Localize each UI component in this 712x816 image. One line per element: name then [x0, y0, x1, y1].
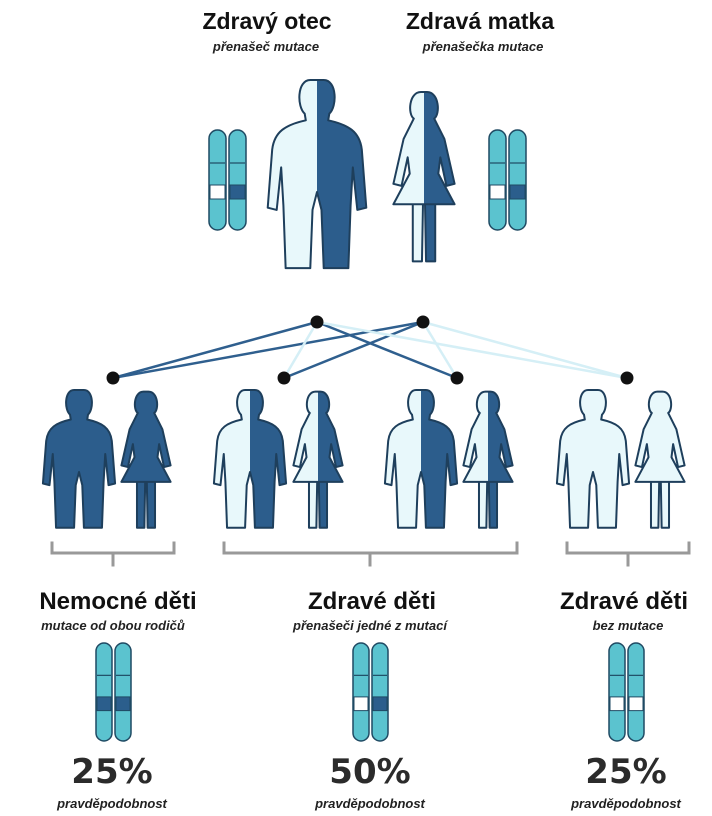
inheritance-lines [112, 320, 628, 380]
unaffected-bracket [565, 541, 691, 567]
child-boy-affected [41, 388, 117, 529]
outcome-unaffected-percent: 25% [585, 752, 666, 792]
father-subtitle: přenašeč mutace [212, 39, 319, 54]
child-boy-carrier-b [383, 388, 459, 529]
outcome-affected-subtitle: mutace od obou rodičů [41, 618, 185, 633]
outcome-unaffected-title: Zdravé děti [560, 588, 688, 615]
outcome-carrier-subtitle: přenašeči jedné z mutací [292, 618, 448, 633]
mother-figure [392, 91, 456, 263]
people [41, 78, 686, 529]
junction-dots [106, 315, 634, 385]
mother-title: Zdravá matka [406, 8, 555, 34]
group-brackets [50, 541, 691, 567]
mother-subtitle: přenašečka mutace [422, 39, 544, 54]
line-father-to-carrier-b [316, 320, 458, 380]
mother-chromosome-pair [488, 129, 527, 231]
line-father-to-unaffected [316, 320, 628, 380]
affected-chromosome-pair [95, 642, 132, 742]
line-mother-to-carrier-b [421, 321, 459, 379]
affected-bracket [50, 541, 176, 567]
child-junction-dot-4 [620, 371, 634, 385]
mother-junction-dot [416, 315, 430, 329]
line-mother-to-affected [112, 320, 424, 380]
outcome-affected-probability-label: pravděpodobnost [56, 796, 167, 811]
father-figure [266, 78, 368, 270]
line-mother-to-unaffected [422, 320, 628, 380]
chromosomes [95, 129, 645, 742]
carrier-chromosome-pair [352, 642, 389, 742]
child-junction-dot-1 [106, 371, 120, 385]
line-father-to-affected [112, 320, 318, 380]
outcome-unaffected-probability-label: pravděpodobnost [570, 796, 681, 811]
outcome-affected-percent: 25% [71, 752, 152, 792]
outcome-affected-title: Nemocné děti [39, 588, 196, 615]
father-junction-dot [310, 315, 324, 329]
line-mother-to-carrier-a [283, 320, 424, 380]
outcome-carrier-title: Zdravé děti [308, 588, 436, 615]
outcome-carrier-percent: 50% [329, 752, 410, 792]
carrier-bracket [222, 541, 519, 567]
child-boy-carrier-a [212, 388, 288, 529]
line-father-to-carrier-a [282, 321, 319, 379]
child-junction-dot-3 [450, 371, 464, 385]
outcome-carrier-probability-label: pravděpodobnost [314, 796, 425, 811]
outcome-unaffected-subtitle: bez mutace [593, 618, 664, 633]
unaffected-chromosome-pair [608, 642, 645, 742]
father-chromosome-pair [208, 129, 247, 231]
child-boy-unaffected [555, 388, 631, 529]
father-title: Zdravý otec [202, 8, 331, 34]
child-junction-dot-2 [277, 371, 291, 385]
